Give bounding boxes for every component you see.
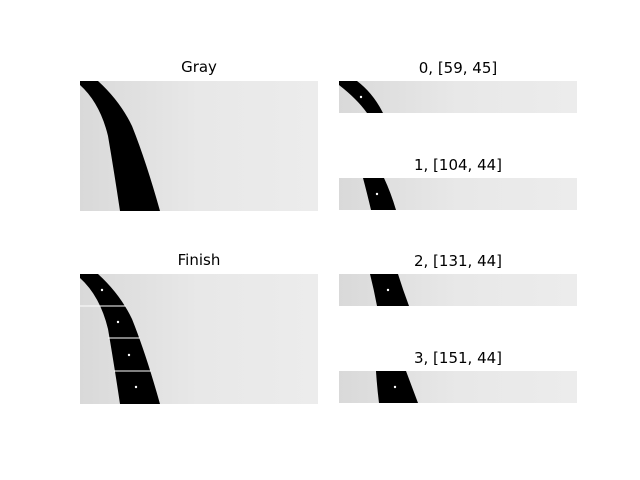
slice-2-centroid bbox=[386, 288, 390, 292]
slice-1-image bbox=[339, 178, 577, 210]
slice-0-svg bbox=[339, 81, 577, 113]
slice-0-image bbox=[339, 81, 577, 113]
slice-3-centroid bbox=[393, 385, 397, 389]
slice-3-background bbox=[339, 371, 577, 403]
slice-3-image bbox=[339, 371, 577, 403]
slice-2-line bbox=[370, 274, 409, 306]
centroid-marker-2 bbox=[127, 353, 131, 357]
panel-title-slice-1: 1, [104, 44] bbox=[413, 156, 503, 174]
slice-0-centroid bbox=[359, 95, 363, 99]
panel-title-slice-2: 2, [131, 44] bbox=[413, 252, 503, 270]
panel-title-slice-0: 0, [59, 45] bbox=[418, 59, 498, 77]
slice-2-svg bbox=[339, 274, 577, 306]
slice-1-centroid bbox=[375, 192, 379, 196]
gray-image bbox=[80, 81, 318, 211]
centroid-marker-1 bbox=[116, 320, 120, 324]
gray-track-line bbox=[80, 81, 160, 211]
panel-title-finish: Finish bbox=[177, 251, 221, 269]
slice-3-svg bbox=[339, 371, 577, 403]
panel-title-gray: Gray bbox=[181, 58, 217, 76]
centroid-marker-0 bbox=[100, 288, 104, 292]
finish-image-svg bbox=[80, 274, 318, 404]
centroid-marker-3 bbox=[134, 385, 138, 389]
finish-image bbox=[80, 274, 318, 404]
slice-1-svg bbox=[339, 178, 577, 210]
gray-image-svg bbox=[80, 81, 318, 211]
slice-3-line bbox=[376, 371, 418, 403]
panel-title-slice-3: 3, [151, 44] bbox=[413, 349, 503, 367]
slice-1-line bbox=[363, 178, 396, 210]
slice-2-image bbox=[339, 274, 577, 306]
